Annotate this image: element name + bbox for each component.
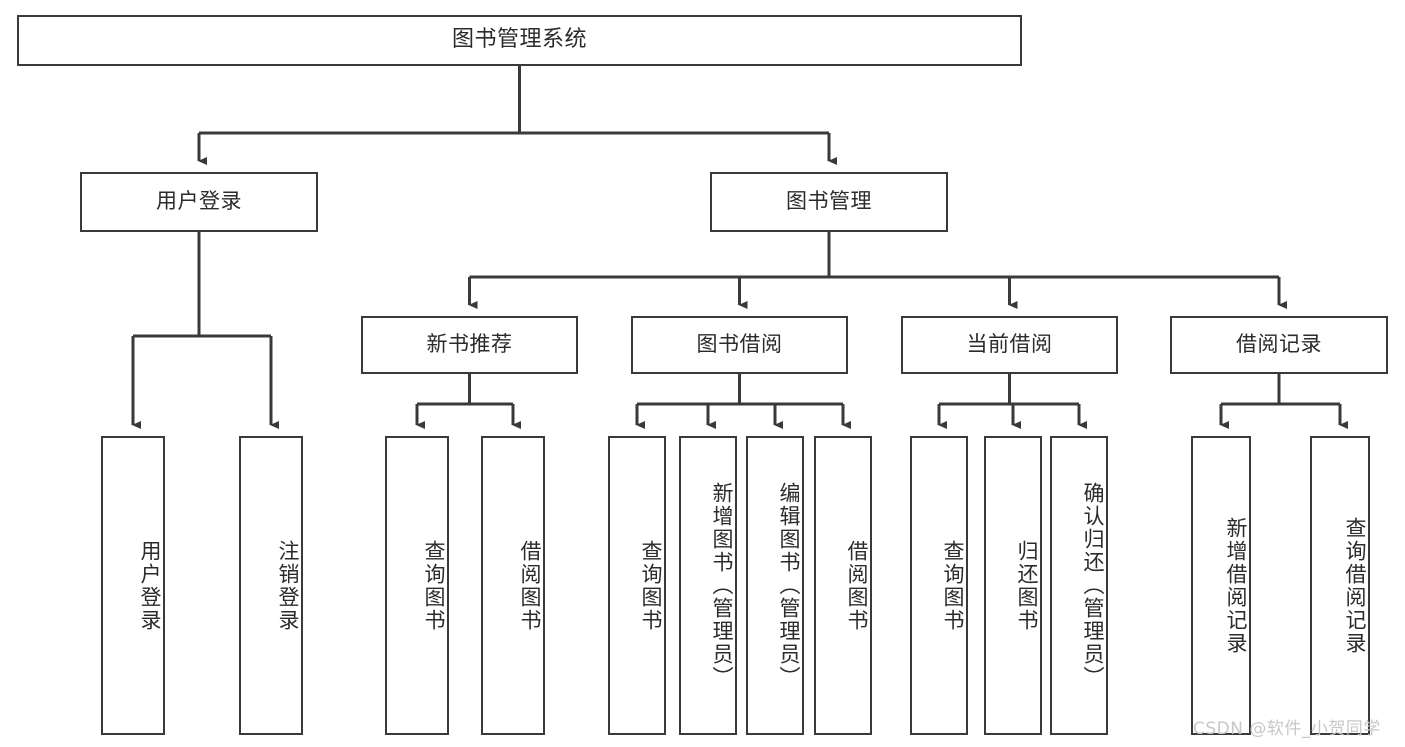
node-leaf-user-login[interactable]: 用户登录 xyxy=(101,436,165,735)
node-book-manage[interactable]: 图书管理 xyxy=(710,172,948,232)
node-root-system[interactable]: 图书管理系统 xyxy=(17,15,1022,66)
node-leaf-add-borrow-record[interactable]: 新增借阅记录 xyxy=(1191,436,1251,735)
node-user-login[interactable]: 用户登录 xyxy=(80,172,318,232)
node-new-book-recommend[interactable]: 新书推荐 xyxy=(361,316,578,374)
node-current-borrow[interactable]: 当前借阅 xyxy=(901,316,1118,374)
node-leaf-add-book-admin[interactable]: 新增图书（管理员） xyxy=(679,436,737,735)
node-leaf-confirm-return-admin[interactable]: 确认归还（管理员） xyxy=(1050,436,1108,735)
node-borrow-record[interactable]: 借阅记录 xyxy=(1170,316,1388,374)
node-leaf-return-book[interactable]: 归还图书 xyxy=(984,436,1042,735)
node-leaf-edit-book-admin[interactable]: 编辑图书（管理员） xyxy=(746,436,804,735)
node-leaf-query-book-1[interactable]: 查询图书 xyxy=(385,436,449,735)
node-leaf-query-book-2[interactable]: 查询图书 xyxy=(608,436,666,735)
node-leaf-query-borrow-record[interactable]: 查询借阅记录 xyxy=(1310,436,1370,735)
node-book-borrow[interactable]: 图书借阅 xyxy=(631,316,848,374)
node-leaf-borrow-book-1[interactable]: 借阅图书 xyxy=(481,436,545,735)
node-leaf-query-book-3[interactable]: 查询图书 xyxy=(910,436,968,735)
node-leaf-user-logout[interactable]: 注销登录 xyxy=(239,436,303,735)
csdn-watermark: CSDN @软件_小贺同学 xyxy=(1193,719,1381,739)
node-leaf-borrow-book-2[interactable]: 借阅图书 xyxy=(814,436,872,735)
